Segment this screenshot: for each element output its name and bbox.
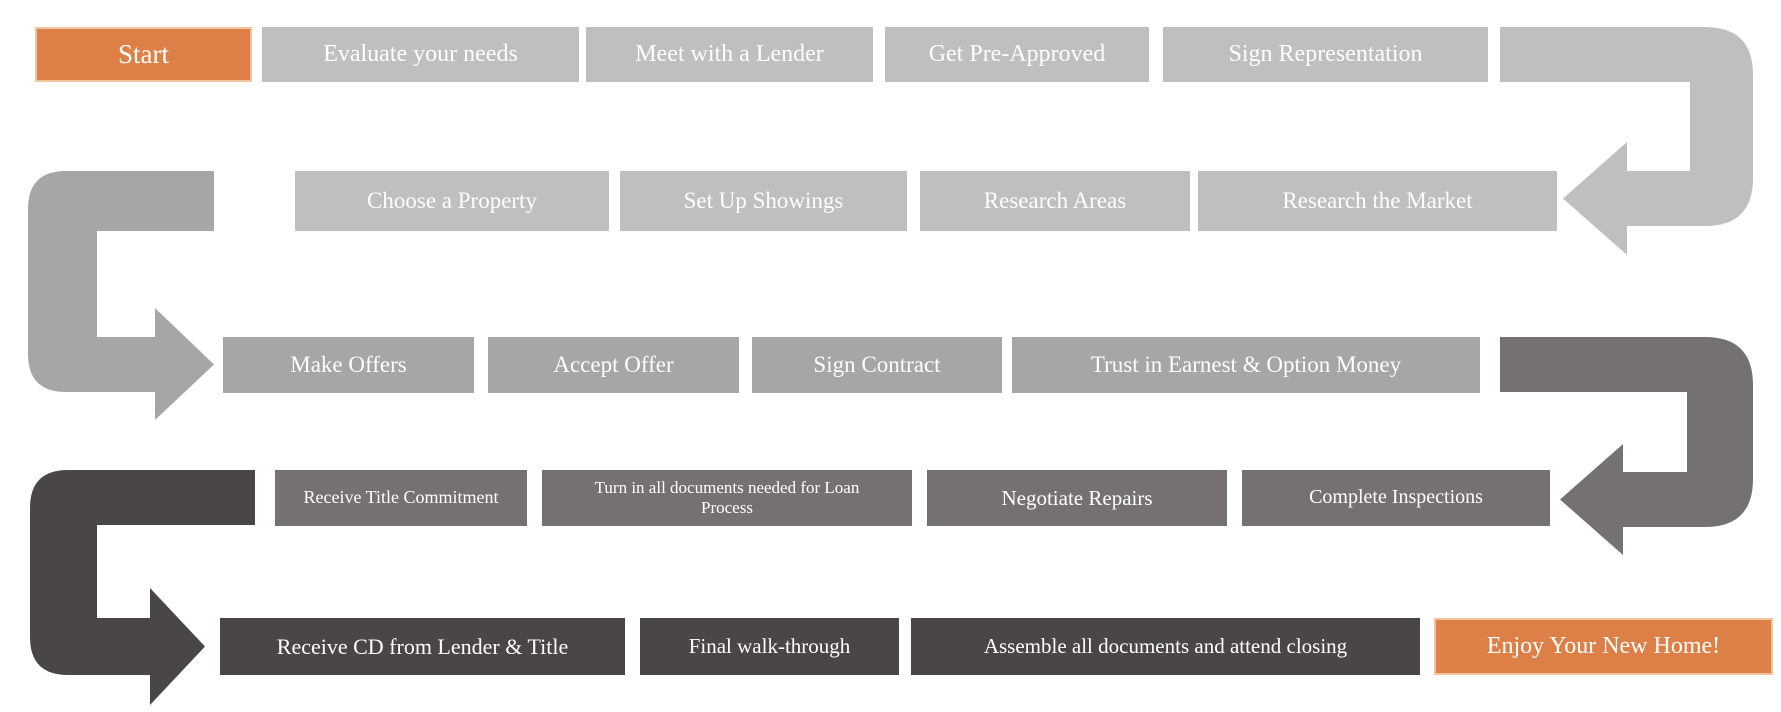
step-accept-offer: Accept Offer <box>488 337 739 393</box>
step-get-pre-approved: Get Pre-Approved <box>885 27 1149 82</box>
step-negotiate-repairs: Negotiate Repairs <box>927 470 1227 526</box>
step-evaluate-needs: Evaluate your needs <box>262 27 579 82</box>
step-receive-title-commitment: Receive Title Commitment <box>275 470 527 526</box>
step-assemble-documents: Assemble all documents and attend closin… <box>911 618 1420 675</box>
u-turn-arrow-icon <box>28 171 214 420</box>
step-set-up-showings: Set Up Showings <box>620 171 907 231</box>
step-final-walkthrough: Final walk-through <box>640 618 899 675</box>
u-turn-arrow-icon <box>1500 27 1753 255</box>
step-turn-in-documents: Turn in all documents needed for Loan Pr… <box>542 470 912 526</box>
u-turn-arrow-icon <box>30 470 255 705</box>
flow-arrow-right-3 <box>1500 337 1753 555</box>
step-sign-contract: Sign Contract <box>752 337 1002 393</box>
flow-arrow-right-1 <box>1500 27 1753 255</box>
flow-arrow-left-4 <box>30 470 255 705</box>
step-make-offers: Make Offers <box>223 337 474 393</box>
step-start: Start <box>35 27 252 82</box>
step-receive-cd: Receive CD from Lender & Title <box>220 618 625 675</box>
u-turn-arrow-icon <box>1500 337 1753 555</box>
step-earnest-option-money: Trust in Earnest & Option Money <box>1012 337 1480 393</box>
step-research-areas: Research Areas <box>920 171 1190 231</box>
step-choose-property: Choose a Property <box>295 171 609 231</box>
step-enjoy-new-home: Enjoy Your New Home! <box>1434 618 1773 675</box>
flow-arrow-left-2 <box>28 171 214 420</box>
step-complete-inspections: Complete Inspections <box>1242 470 1550 526</box>
step-research-market: Research the Market <box>1198 171 1557 231</box>
step-meet-lender: Meet with a Lender <box>586 27 873 82</box>
step-sign-representation: Sign Representation <box>1163 27 1488 82</box>
